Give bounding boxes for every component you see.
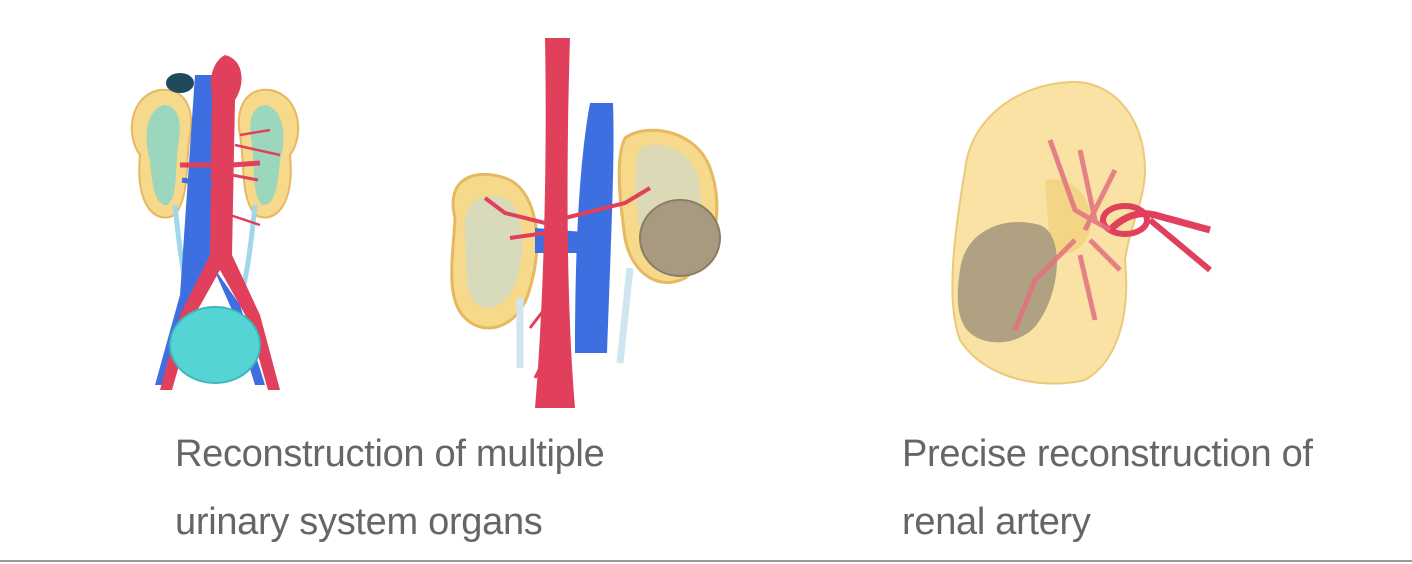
renal-artery-render: [945, 80, 1215, 390]
urinary-system-render-angled: [435, 38, 725, 408]
bottom-divider: [0, 560, 1412, 562]
caption-line-2: urinary system organs: [175, 501, 543, 543]
urinary-system-render-front: [120, 55, 310, 395]
caption-line-1: Reconstruction of multiple: [175, 433, 605, 475]
figure-caption-renal-artery: Precise reconstruction of renal artery: [902, 420, 1313, 556]
caption-line-1: Precise reconstruction of: [902, 433, 1313, 475]
figure-caption-urinary-system: Reconstruction of multiple urinary syste…: [175, 420, 605, 556]
caption-line-2: renal artery: [902, 501, 1091, 543]
